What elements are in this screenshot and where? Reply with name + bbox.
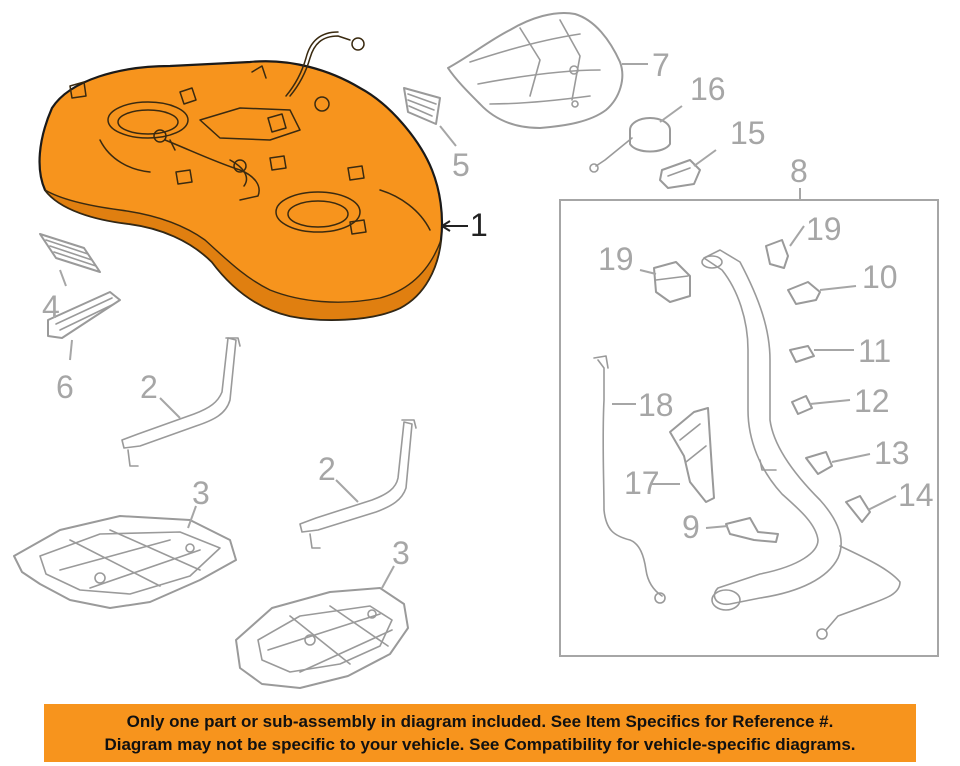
under-cover-part-3-right[interactable] xyxy=(235,587,409,689)
callout-labels: 1 2 2 3 3 4 5 6 7 8 9 10 11 12 13 14 15 … xyxy=(42,47,934,571)
callout-19-right: 19 xyxy=(806,211,842,247)
callout-13: 13 xyxy=(874,435,910,471)
under-cover-part-3-left[interactable] xyxy=(13,515,237,609)
clip-part-19-left[interactable] xyxy=(653,261,691,303)
clip-part-13[interactable] xyxy=(805,451,833,475)
filler-shield-part-17[interactable] xyxy=(669,407,715,503)
callout-18: 18 xyxy=(638,387,674,423)
callout-1: 1 xyxy=(470,207,488,243)
breather-tube-part-18[interactable] xyxy=(593,355,666,604)
callout-2-right: 2 xyxy=(318,451,336,487)
clip-part-10[interactable] xyxy=(787,281,821,305)
filler-assembly-box-part-8 xyxy=(559,199,939,657)
heat-shield-part-7[interactable] xyxy=(447,12,624,129)
callout-11: 11 xyxy=(858,333,891,369)
leader-lines xyxy=(59,63,897,589)
callout-8: 8 xyxy=(790,153,808,189)
callout-4: 4 xyxy=(42,289,60,325)
callout-17: 17 xyxy=(624,465,660,501)
bracket-part-9[interactable] xyxy=(725,517,779,543)
callout-16: 16 xyxy=(690,71,726,107)
clip-part-12[interactable] xyxy=(791,395,813,415)
pad-part-5[interactable] xyxy=(403,87,441,125)
pad-part-6[interactable] xyxy=(47,291,121,339)
tank-strap-part-2-right[interactable] xyxy=(299,419,417,549)
callout-3-right: 3 xyxy=(392,535,410,571)
disclaimer-line-1: Only one part or sub-assembly in diagram… xyxy=(126,712,834,731)
filler-neck-pipe[interactable] xyxy=(701,249,901,640)
clip-part-11[interactable] xyxy=(789,345,815,363)
pad-part-4[interactable] xyxy=(39,233,101,273)
callout-10: 10 xyxy=(862,259,898,295)
clip-part-19-right[interactable] xyxy=(765,239,789,269)
disclaimer-line-2: Diagram may not be specific to your vehi… xyxy=(104,735,856,754)
callout-14: 14 xyxy=(898,477,934,513)
callout-19-left: 19 xyxy=(598,241,634,277)
callout-6: 6 xyxy=(56,369,74,405)
callout-12: 12 xyxy=(854,383,890,419)
callout-15: 15 xyxy=(730,115,766,151)
callout-9: 9 xyxy=(682,509,700,545)
tank-strap-part-2-left[interactable] xyxy=(121,337,241,467)
disclaimer-banner: Only one part or sub-assembly in diagram… xyxy=(44,704,916,762)
callout-3-left: 3 xyxy=(192,475,210,511)
fuel-tank-part-1[interactable] xyxy=(38,31,444,321)
callout-2-left: 2 xyxy=(140,369,158,405)
bracket-part-15[interactable] xyxy=(659,159,701,189)
clip-part-14[interactable] xyxy=(845,495,871,523)
callout-7: 7 xyxy=(652,47,670,83)
fuel-pump-part-16[interactable] xyxy=(589,117,671,173)
callout-5: 5 xyxy=(452,147,470,183)
